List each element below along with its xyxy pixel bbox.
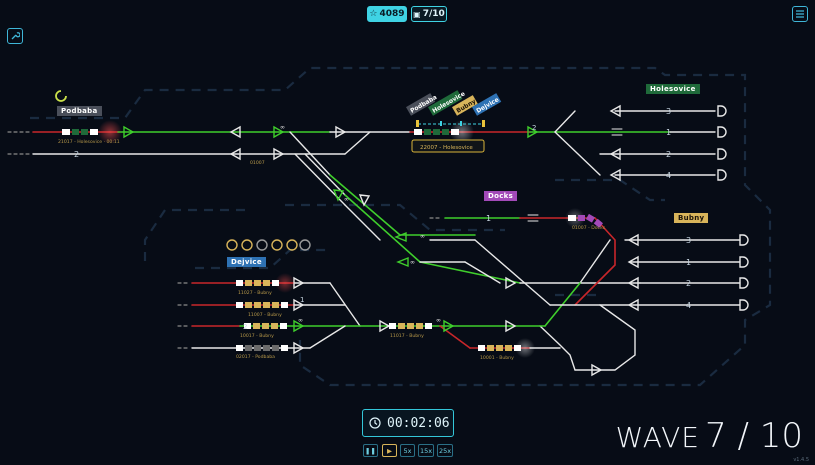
station-label-podbaba: Podbaba xyxy=(57,106,102,116)
star-icon: ☆ xyxy=(369,9,378,19)
bubny-track-1-number: 1 xyxy=(686,258,691,267)
station-label-bubny: Bubny xyxy=(674,213,709,223)
train-label: 11017 - Bubny xyxy=(390,333,424,339)
station-label-holesovice: Holesovice xyxy=(646,84,700,94)
svg-text:∞: ∞ xyxy=(410,259,415,266)
train-label: 01007 - Docks xyxy=(572,225,606,231)
podbaba-track-2-number: 2 xyxy=(74,150,79,159)
train-label: 10017 - Bubny xyxy=(240,333,274,339)
holesovice-track-3-number: 3 xyxy=(666,107,671,116)
train-label: 10001 - Bubny xyxy=(480,355,514,361)
train-label: 01007 xyxy=(250,160,265,166)
train-label: 11027 - Bubny xyxy=(238,290,272,296)
waves-counter: ▣ 7/10 xyxy=(411,6,447,22)
wave-label: WAVE xyxy=(615,421,700,454)
clock-icon xyxy=(369,417,381,429)
pause-icon: ❚❚ xyxy=(365,446,376,455)
menu-button[interactable] xyxy=(792,6,808,22)
speed-5x-button[interactable]: 5x xyxy=(400,444,415,457)
svg-text:∞: ∞ xyxy=(298,317,303,324)
train-label: 02017 - Podbaba xyxy=(236,354,275,360)
holesovice-track-4-number: 4 xyxy=(666,171,671,180)
svg-text:∞: ∞ xyxy=(420,233,425,240)
speed-15x-button[interactable]: 15x xyxy=(418,444,434,457)
speed-25x-button[interactable]: 25x xyxy=(437,444,453,457)
calendar-icon: ▣ xyxy=(413,9,421,19)
selected-train-box[interactable] xyxy=(411,139,485,153)
version-label: v1.4.5 xyxy=(793,457,809,463)
holesovice-track-2-number: 2 xyxy=(666,150,671,159)
buffer-stops xyxy=(717,105,749,311)
bubny-track-4-number: 4 xyxy=(686,301,691,310)
wave-value: 7 / 10 xyxy=(705,416,803,456)
spawn-timer-ring xyxy=(55,90,67,102)
dispatch-gate[interactable] xyxy=(416,120,485,127)
dejvice-count-badge-2: 2 xyxy=(243,323,247,331)
svg-text:∞: ∞ xyxy=(436,317,441,324)
game-timer: 00:02:06 xyxy=(362,409,454,437)
dejvice-count-badge: 1 xyxy=(300,296,304,304)
list-icon xyxy=(796,10,804,18)
svg-text:∞: ∞ xyxy=(344,196,349,203)
timer-value: 00:02:06 xyxy=(387,415,450,431)
trains[interactable] xyxy=(62,120,603,358)
wave-indicator: WAVE 7 / 10 xyxy=(616,416,803,456)
pause-button[interactable]: ❚❚ xyxy=(363,444,378,457)
bubny-track-2-number: 2 xyxy=(686,279,691,288)
station-label-docks: Docks xyxy=(484,191,518,201)
holesovice-count-badge: 2 xyxy=(532,124,536,132)
holesovice-track-1-number: 1 xyxy=(666,128,671,137)
station-label-dejvice: Dejvice xyxy=(227,257,266,267)
train-label: 11007 - Bubny xyxy=(248,312,282,318)
selected-train-label: 22007 - Holesovice xyxy=(420,145,473,151)
dejvice-queue xyxy=(226,239,311,251)
signals[interactable] xyxy=(123,104,639,377)
stars-counter: ☆ 4089 xyxy=(367,6,407,22)
svg-text:∞: ∞ xyxy=(280,124,285,131)
train-label: 21017 - Holesovice · 00:11 xyxy=(58,139,120,145)
bubny-track-3-number: 3 xyxy=(686,236,691,245)
route-tags[interactable]: Podbaba Holesovice Bubny Dejvice xyxy=(406,88,502,116)
tools-button[interactable] xyxy=(7,28,23,44)
play-button[interactable]: ▶ xyxy=(382,444,397,457)
waves-value: 7/10 xyxy=(422,9,445,19)
wrench-icon xyxy=(11,32,20,40)
stars-value: 4089 xyxy=(379,9,405,19)
docks-track-1-number: 1 xyxy=(486,214,491,223)
play-icon: ▶ xyxy=(387,446,392,455)
zone-outlines xyxy=(30,66,772,387)
